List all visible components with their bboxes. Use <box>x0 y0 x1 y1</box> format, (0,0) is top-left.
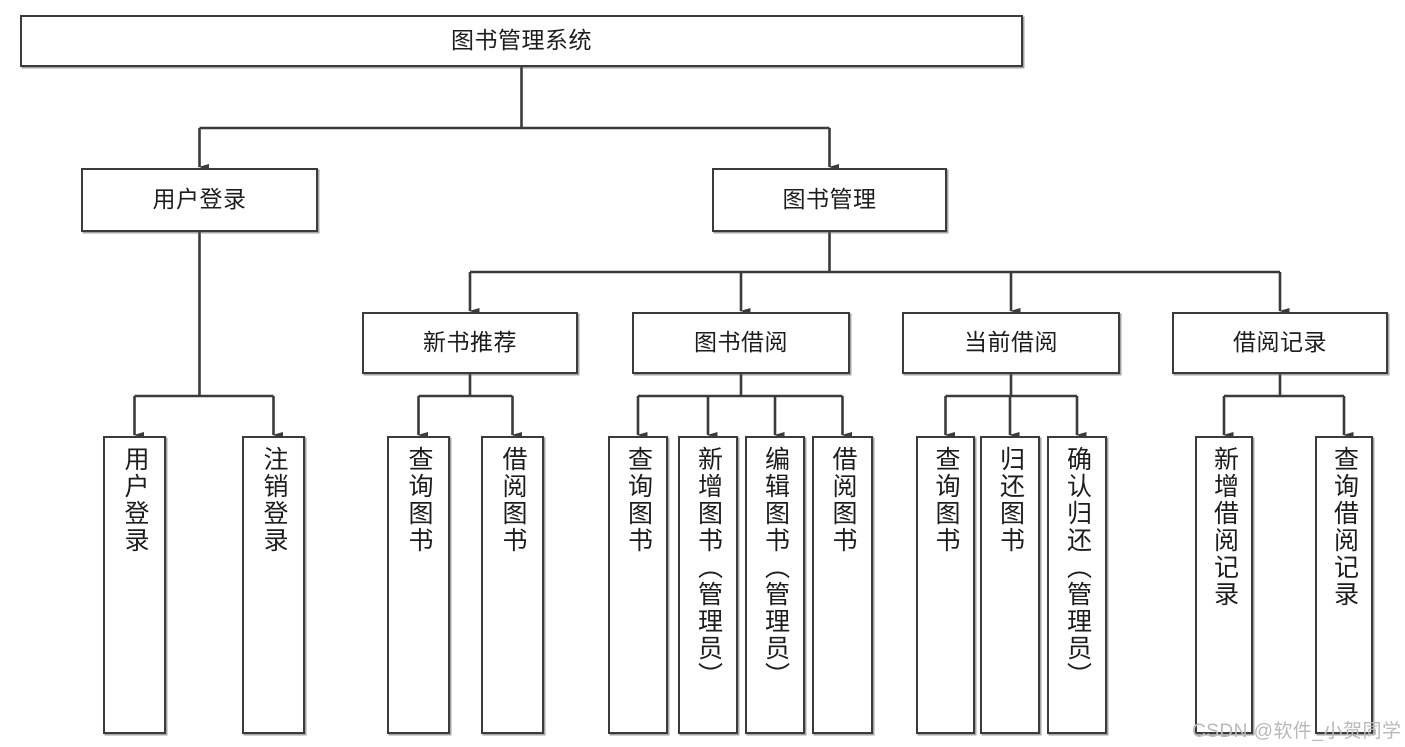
node-label: 借阅记录 <box>1233 329 1327 356</box>
node-leaf-borrow-add-book[interactable]: 新增图书（管理员） <box>678 436 738 734</box>
node-label: 图书管理 <box>782 186 877 213</box>
node-label: 查询图书 <box>932 446 960 554</box>
node-leaf-rec-borrow-book[interactable]: 借阅图书 <box>481 436 544 734</box>
node-new-book-recommend[interactable]: 新书推荐 <box>362 312 578 374</box>
node-leaf-borrow-edit-book[interactable]: 编辑图书（管理员） <box>745 436 805 734</box>
node-user-login[interactable]: 用户登录 <box>81 168 318 232</box>
node-leaf-rec-add-record[interactable]: 新增借阅记录 <box>1195 436 1253 734</box>
node-label: 借阅图书 <box>829 446 857 554</box>
node-label: 借阅图书 <box>499 446 527 554</box>
node-label: 新增借阅记录 <box>1210 446 1239 608</box>
node-leaf-user-login[interactable]: 用户登录 <box>103 436 166 734</box>
node-label: 归还图书 <box>996 446 1025 554</box>
node-leaf-cur-return-book[interactable]: 归还图书 <box>980 436 1040 734</box>
node-label: 查询图书 <box>405 446 433 554</box>
node-label: 确认归还（管理员） <box>1063 446 1092 689</box>
node-label: 用户登录 <box>121 446 149 554</box>
node-current-borrow[interactable]: 当前借阅 <box>902 312 1120 374</box>
node-label: 用户登录 <box>152 186 247 213</box>
node-label: 当前借阅 <box>964 329 1058 356</box>
node-book-management[interactable]: 图书管理 <box>712 168 947 232</box>
node-book-borrow[interactable]: 图书借阅 <box>632 312 850 374</box>
node-label: 新增图书（管理员） <box>694 446 723 689</box>
node-label: 注销登录 <box>260 446 288 554</box>
node-label: 查询借阅记录 <box>1330 446 1359 608</box>
node-leaf-rec-query-record[interactable]: 查询借阅记录 <box>1315 436 1373 734</box>
node-leaf-rec-query-book[interactable]: 查询图书 <box>387 436 450 734</box>
node-label: 图书管理系统 <box>451 27 592 54</box>
node-label: 新书推荐 <box>423 329 517 356</box>
node-leaf-cur-query-book[interactable]: 查询图书 <box>916 436 975 734</box>
node-root[interactable]: 图书管理系统 <box>20 15 1023 67</box>
node-leaf-cur-confirm-return[interactable]: 确认归还（管理员） <box>1047 436 1107 734</box>
node-borrow-record[interactable]: 借阅记录 <box>1172 312 1388 374</box>
node-label: 查询图书 <box>624 446 653 554</box>
watermark: CSDN @软件_小贺同学 <box>1192 721 1402 742</box>
node-leaf-borrow-query-book[interactable]: 查询图书 <box>608 436 668 734</box>
node-leaf-borrow-borrow-book[interactable]: 借阅图书 <box>812 436 873 734</box>
node-leaf-logout[interactable]: 注销登录 <box>242 436 305 734</box>
node-label: 编辑图书（管理员） <box>761 446 790 689</box>
node-label: 图书借阅 <box>694 329 788 356</box>
